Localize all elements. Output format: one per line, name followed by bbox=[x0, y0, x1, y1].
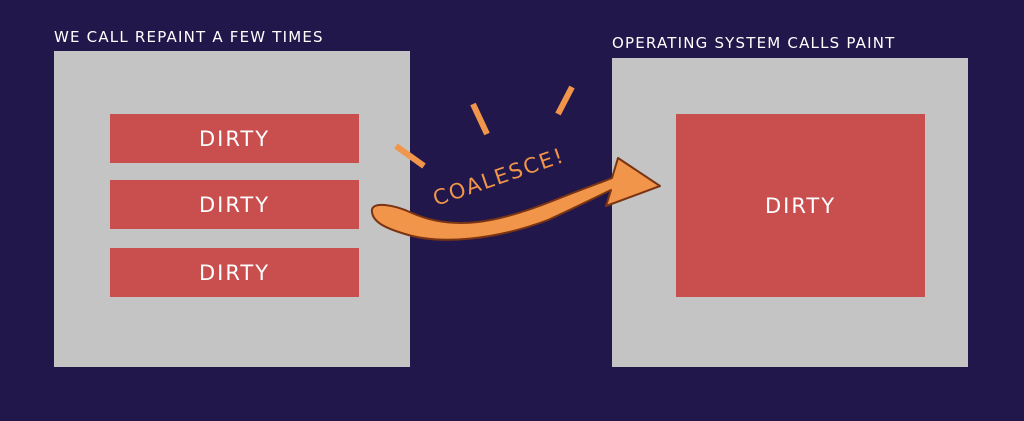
emphasis-dashes bbox=[394, 85, 575, 169]
coalesced-dirty-region: DIRTY bbox=[676, 114, 925, 297]
dirty-region-3: DIRTY bbox=[110, 248, 359, 297]
right-panel: DIRTY bbox=[612, 58, 968, 367]
coalesce-label: COALESCE! bbox=[430, 143, 568, 211]
emphasis-dash-1 bbox=[394, 143, 426, 169]
left-caption: WE CALL REPAINT A FEW TIMES bbox=[54, 28, 324, 46]
emphasis-dash-2 bbox=[470, 102, 490, 136]
dirty-region-2: DIRTY bbox=[110, 180, 359, 229]
left-panel: DIRTY DIRTY DIRTY bbox=[54, 51, 410, 367]
coalesce-arrow-icon bbox=[371, 157, 661, 241]
emphasis-dash-3 bbox=[555, 85, 575, 116]
dirty-region-1: DIRTY bbox=[110, 114, 359, 163]
right-caption: OPERATING SYSTEM CALLS PAINT bbox=[612, 34, 896, 52]
